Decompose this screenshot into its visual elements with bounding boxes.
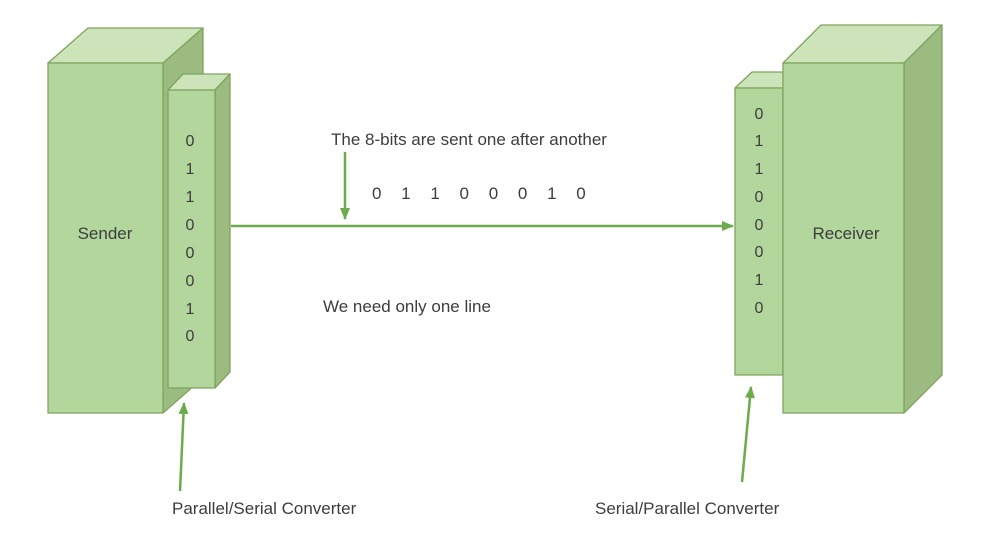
receiver-box: Receiver xyxy=(782,24,943,414)
receiver-bit: 0 xyxy=(755,244,764,261)
receiver-bit: 1 xyxy=(755,133,764,150)
sender-bit: 0 xyxy=(186,328,195,345)
receiver-bit: 1 xyxy=(755,161,764,178)
serial-parallel-converter-label: Serial/Parallel Converter xyxy=(595,499,780,518)
sender-bit: 0 xyxy=(186,245,195,262)
receiver-bit-column: 0 1 1 0 0 0 1 0 xyxy=(755,106,764,317)
converter-bar-side-face xyxy=(214,73,231,389)
one-line-note-text: We need only one line xyxy=(323,297,491,316)
receiver-front-face xyxy=(782,62,905,414)
right-converter-pointer-arrow xyxy=(740,386,755,483)
sender-bit: 1 xyxy=(186,189,195,206)
receiver-bit: 0 xyxy=(755,217,764,234)
receiver-side-face xyxy=(903,24,943,414)
sender-bit: 0 xyxy=(186,133,195,150)
sender-bit: 0 xyxy=(186,217,195,234)
sender-bit: 1 xyxy=(186,161,195,178)
receiver-label: Receiver xyxy=(812,224,879,243)
receiver-bit: 0 xyxy=(755,106,764,123)
sender-bit: 0 xyxy=(186,273,195,290)
converter-bar-front-face xyxy=(167,89,216,389)
line-bits-text: 0 1 1 0 0 0 1 0 xyxy=(372,184,586,203)
sender-front-face xyxy=(47,62,164,414)
sender-bit-column: 0 1 1 0 0 0 1 0 xyxy=(186,133,195,345)
receiver-bit: 0 xyxy=(755,300,764,317)
receiver-bit: 0 xyxy=(755,189,764,206)
parallel-serial-converter-bar: 0 1 1 0 0 0 1 0 xyxy=(167,73,231,389)
sender-label: Sender xyxy=(78,224,133,243)
sender-bit: 1 xyxy=(186,301,195,318)
receiver-bit: 1 xyxy=(755,272,764,289)
parallel-serial-converter-label: Parallel/Serial Converter xyxy=(172,499,357,518)
converter-bar-front-face xyxy=(734,87,784,376)
left-converter-pointer-arrow xyxy=(178,402,189,492)
serial-note-text: The 8-bits are sent one after another xyxy=(331,130,607,149)
